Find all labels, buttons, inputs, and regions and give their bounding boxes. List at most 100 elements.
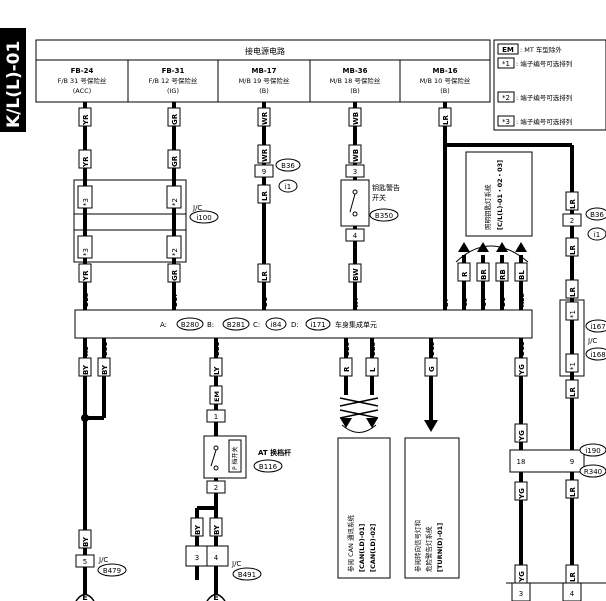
pin-9-right: 9 xyxy=(570,458,574,466)
legend-box xyxy=(493,39,606,131)
turn-label-2: 危险警告灯系统 xyxy=(424,526,433,572)
fuse-5-desc: M/B 10 号保险丝 xyxy=(420,76,471,85)
fuse-1-code: FB-24 xyxy=(71,67,94,75)
connector-i171: i171 xyxy=(310,321,325,329)
legend-text-2: : 端子编号可选排列 xyxy=(516,93,572,102)
fuse-3-desc: M/B 19 号保险丝 xyxy=(239,76,290,85)
bottom-e-left: E xyxy=(82,593,87,601)
connector-b116: B116 xyxy=(259,463,278,471)
turn-label-1: 参阅转向信号灯和 xyxy=(413,520,422,572)
key-warning-switch xyxy=(340,179,370,227)
wire-lr-r5: LR xyxy=(569,487,577,497)
pin-4-key: 4 xyxy=(353,232,358,240)
connector-i167: i167 xyxy=(590,323,605,331)
bottom-e-right: E xyxy=(213,593,218,601)
pin-3-jc: 3 xyxy=(195,554,199,562)
wire-lr-d1: LR xyxy=(261,271,269,281)
turn-signal-box xyxy=(404,437,460,579)
wire-r-c3: R xyxy=(461,271,469,277)
bcm-c-label: C: xyxy=(253,321,260,329)
star-3-top: *3 xyxy=(82,198,90,206)
connector-18-9-box xyxy=(509,449,585,473)
pin-a25: A25 xyxy=(518,292,526,307)
connector-b36: B36 xyxy=(281,162,295,170)
can-label-1: 参阅 CAN 通讯系统 xyxy=(346,515,355,572)
fuse-4-desc: M/B 18 号保险丝 xyxy=(330,76,381,85)
wire-ly: LY xyxy=(213,366,221,375)
wire-lr-r4: LR xyxy=(569,387,577,397)
wire-wr-2: WR xyxy=(261,148,269,162)
pin-3-key: 3 xyxy=(353,168,357,176)
bcm-a-label: A: xyxy=(160,321,167,329)
star-3-bottom: *3 xyxy=(82,248,90,256)
pin-b28: B28 xyxy=(369,342,377,356)
wire-wr-top: WR xyxy=(261,111,269,125)
pin-d1: D1 xyxy=(261,297,269,307)
pin-2-at: 2 xyxy=(214,484,218,492)
fuse-1-desc: F/B 31 号保险丝 xyxy=(58,76,107,85)
lighting-system-label-1: 照明钥匙灯系统 xyxy=(483,184,492,230)
connector-r340: R340 xyxy=(584,468,602,476)
legend-key-2: *2 xyxy=(502,94,510,102)
pin-4-jc: 4 xyxy=(214,554,219,562)
wire-gr-2: GR xyxy=(171,155,179,167)
legend-text-em: : MT 车型除外 xyxy=(520,45,562,54)
fuse-3-sub: (B) xyxy=(259,87,269,95)
connector-i100: i100 xyxy=(196,214,211,222)
legend-text-3: : 端子编号可选排列 xyxy=(516,117,572,126)
wire-bw: BW xyxy=(352,268,360,281)
wire-yg-bottom: YG xyxy=(518,571,526,583)
lighting-system-box xyxy=(465,151,533,237)
wire-by-b31: BY xyxy=(101,364,109,375)
wire-by-jc-left: BY xyxy=(194,524,202,535)
can-label-3: [CAN(LD)-02] xyxy=(369,524,377,572)
can-label-2: [CAN(LD)-01] xyxy=(358,524,366,572)
wire-g-d18: G xyxy=(428,366,436,372)
jc-label-i100: J/C xyxy=(192,204,202,212)
jc-label-b491: J/C xyxy=(231,560,241,568)
wire-yg-d11: YG xyxy=(518,364,526,376)
fuse-4-code: MB-36 xyxy=(343,67,368,75)
jc-label-i167: J/C xyxy=(587,337,597,345)
connector-b281: B281 xyxy=(227,321,245,329)
power-header-box xyxy=(35,39,491,103)
wire-lr-r6: LR xyxy=(569,572,577,582)
wire-lr-top: LR xyxy=(442,115,450,125)
pin-b7: B7 xyxy=(442,298,450,307)
pin-d25: D25 xyxy=(82,292,90,307)
connector-b350: B350 xyxy=(375,212,393,220)
wire-l-b28: L xyxy=(369,367,377,372)
fuse-2-sub: (IG) xyxy=(167,87,179,95)
key-warning-label-1: 钥匙警告 xyxy=(372,183,400,192)
wire-gr-3: GR xyxy=(171,269,179,281)
pin-a4: A4 xyxy=(352,297,360,307)
wire-gr-top: GR xyxy=(171,113,179,125)
bcm-name: 车身集成单元 xyxy=(335,320,377,329)
key-warning-label-2: 开关 xyxy=(372,193,386,202)
wire-by-jc-right: BY xyxy=(213,524,221,535)
connector-i190: i190 xyxy=(585,447,600,455)
connector-b479: B479 xyxy=(103,567,121,575)
pin-d8: D8 xyxy=(499,297,507,307)
pin-3-bottom: 3 xyxy=(519,590,523,598)
body-integrated-unit xyxy=(74,309,533,339)
legend-text-1: : 端子编号可选排列 xyxy=(516,59,572,68)
star-1-bottom: *1 xyxy=(569,362,577,370)
wire-yr-3: YR xyxy=(82,270,90,282)
can-system-box xyxy=(337,437,391,579)
connector-b491: B491 xyxy=(238,571,256,579)
wire-yr-top: YR xyxy=(82,114,90,126)
bcm-d-label: D: xyxy=(291,321,299,329)
fuse-2-code: FB-31 xyxy=(162,67,185,75)
pin-b21: B21 xyxy=(213,342,221,356)
pin-d18: D18 xyxy=(428,341,436,356)
connector-i1: i1 xyxy=(285,183,291,191)
pin-a1: A1 xyxy=(82,346,90,356)
connector-i1-right: i1 xyxy=(594,231,600,239)
page-tag: K/L(L)-01 xyxy=(4,41,24,128)
fuse-3-code: MB-17 xyxy=(252,67,277,75)
pin-d17: D17 xyxy=(171,293,179,307)
wire-yr-2: YR xyxy=(82,156,90,168)
connector-b280: B280 xyxy=(181,321,199,329)
